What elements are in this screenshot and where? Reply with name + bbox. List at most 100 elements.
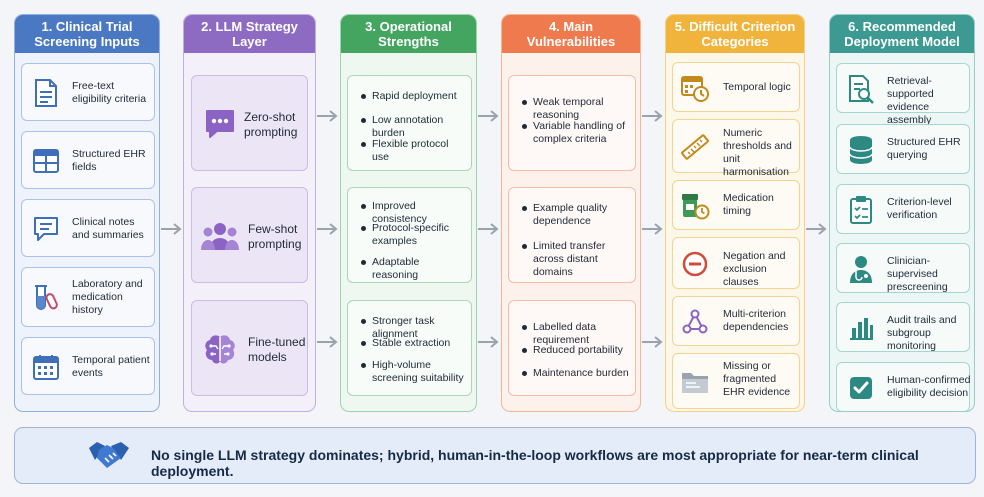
arrow-right-icon xyxy=(806,223,827,235)
criterion-label: Temporal logic xyxy=(723,81,791,93)
vulnerability-item: Limited transfer across distant domains xyxy=(521,240,629,279)
strategy-card-zero-shot: Zero-shot prompting xyxy=(191,75,308,171)
calendar-icon xyxy=(30,351,62,383)
vulnerability-card-fine-tuned: Labelled data requirement Reduced portab… xyxy=(508,300,636,396)
vulnerability-item: Reduced portability xyxy=(521,344,629,357)
input-label: Free-text eligibility criteria xyxy=(72,80,147,105)
column-title: 6. Recommended Deployment Model xyxy=(844,19,960,49)
test-tube-pill-icon xyxy=(30,282,62,314)
criterion-card-medication-timing: Medication timing xyxy=(672,180,800,230)
column-main-vulnerabilities: 4. Main Vulnerabilities Weak temporal re… xyxy=(501,14,641,412)
strategy-label: Zero-shot prompting xyxy=(244,110,298,139)
deployment-card-prescreening: Clinician-supervised prescreening xyxy=(836,243,970,293)
column-title: 5. Difficult Criterion Categories xyxy=(674,19,796,49)
criterion-label: Missing or fragmented EHR evidence xyxy=(723,360,791,398)
column-header: 5. Difficult Criterion Categories xyxy=(666,15,804,53)
strength-item: Adaptable reasoning xyxy=(360,256,465,282)
people-group-icon xyxy=(200,218,240,254)
vulnerability-item: Weak temporal reasoning xyxy=(521,96,629,122)
column-difficult-criteria: 5. Difficult Criterion Categories Tempor… xyxy=(665,14,805,412)
criterion-card-multi-criterion: Multi-criterion dependencies xyxy=(672,296,800,346)
arrow-right-icon xyxy=(478,110,499,122)
deployment-label: Human-confirmed eligibility decision xyxy=(887,374,971,399)
arrow-right-icon xyxy=(317,336,338,348)
strength-item: Protocol-specific examples xyxy=(360,222,465,248)
deployment-card-verification: Criterion-level verification xyxy=(836,184,970,234)
strength-item: High-volume screening suitability xyxy=(360,359,465,385)
column-title: 3. Operational Strengths xyxy=(365,19,452,49)
vulnerability-card-zero-shot: Weak temporal reasoning Variable handlin… xyxy=(508,75,636,171)
deployment-label: Clinician-supervised prescreening xyxy=(887,255,948,293)
strategy-card-few-shot: Few-shot prompting xyxy=(191,187,308,283)
arrow-right-icon xyxy=(161,223,182,235)
strength-item: Flexible protocol use xyxy=(360,138,465,164)
strength-item: Improved consistency xyxy=(360,200,465,226)
notes-icon xyxy=(30,213,62,245)
column-llm-strategy: 2. LLM Strategy Layer Zero-shot promptin… xyxy=(183,14,316,412)
document-search-icon xyxy=(845,73,877,105)
clinician-icon xyxy=(845,253,877,285)
database-icon xyxy=(845,134,877,166)
strategy-card-fine-tuned: Fine-tuned models xyxy=(191,300,308,396)
calendar-clock-icon xyxy=(679,72,711,104)
input-card-clinical-notes: Clinical notes and summaries xyxy=(21,199,155,257)
chat-bubble-icon xyxy=(202,106,238,142)
criterion-label: Negation and exclusion clauses xyxy=(723,250,786,288)
negation-circle-icon xyxy=(679,248,711,280)
bar-chart-icon xyxy=(845,312,877,344)
ruler-icon xyxy=(679,131,711,163)
vulnerability-item: Labelled data requirement xyxy=(521,321,629,347)
deployment-card-audit: Audit trails and subgroup monitoring xyxy=(836,302,970,352)
arrow-right-icon xyxy=(642,223,663,235)
deployment-card-retrieval: Retrieval-supported evidence assembly xyxy=(836,63,970,126)
criterion-label: Multi-criterion dependencies xyxy=(723,308,789,333)
column-title: 2. LLM Strategy Layer xyxy=(201,19,298,49)
input-card-eligibility-criteria: Free-text eligibility criteria xyxy=(21,63,155,121)
table-grid-icon xyxy=(30,145,62,177)
strength-card-zero-shot: Rapid deployment Low annotation burden F… xyxy=(347,75,472,171)
conclusion-text: No single LLM strategy dominates; hybrid… xyxy=(151,447,919,479)
vulnerability-item: Variable handling of complex criteria xyxy=(521,120,629,146)
input-card-temporal-events: Temporal patient events xyxy=(21,337,155,395)
strength-card-few-shot: Improved consistency Protocol-specific e… xyxy=(347,187,472,283)
clipboard-check-icon xyxy=(845,194,877,226)
arrow-right-icon xyxy=(642,110,663,122)
vulnerability-card-few-shot: Example quality dependence Limited trans… xyxy=(508,187,636,283)
document-icon xyxy=(30,77,62,109)
arrow-right-icon xyxy=(317,223,338,235)
criterion-card-temporal-logic: Temporal logic xyxy=(672,62,800,112)
input-label: Structured EHR fields xyxy=(72,148,146,173)
input-label: Clinical notes and summaries xyxy=(72,216,144,241)
column-deployment-model: 6. Recommended Deployment Model Retrieva… xyxy=(829,14,975,412)
criterion-card-negation: Negation and exclusion clauses xyxy=(672,237,800,289)
criterion-card-numeric-thresholds: Numeric thresholds and unit harmonisatio… xyxy=(672,119,800,178)
arrow-right-icon xyxy=(317,110,338,122)
criterion-label: Medication timing xyxy=(723,192,774,217)
column-header: 6. Recommended Deployment Model xyxy=(830,15,974,53)
strength-card-fine-tuned: Stronger task alignment Stable extractio… xyxy=(347,300,472,396)
criterion-label: Numeric thresholds and unit harmonisatio… xyxy=(723,127,792,178)
arrow-right-icon xyxy=(478,336,499,348)
input-label: Laboratory and medication history xyxy=(72,278,143,316)
strategy-label: Fine-tuned models xyxy=(248,335,306,364)
column-header: 1. Clinical Trial Screening Inputs xyxy=(15,15,159,53)
input-label: Temporal patient events xyxy=(72,354,150,379)
arrow-right-icon xyxy=(478,223,499,235)
column-title: 1. Clinical Trial Screening Inputs xyxy=(34,19,140,49)
deployment-label: Criterion-level verification xyxy=(887,196,952,221)
vulnerability-item: Example quality dependence xyxy=(521,202,629,228)
vulnerability-item: Maintenance burden xyxy=(521,367,629,380)
column-operational-strengths: 3. Operational Strengths Rapid deploymen… xyxy=(340,14,477,412)
deployment-card-ehr-querying: Structured EHR querying xyxy=(836,124,970,174)
input-card-lab-medication: Laboratory and medication history xyxy=(21,267,155,327)
arrow-right-icon xyxy=(642,336,663,348)
handshake-icon xyxy=(87,436,131,476)
strength-item: Low annotation burden xyxy=(360,114,465,140)
strength-item: Stronger task alignment xyxy=(360,315,465,341)
folder-icon xyxy=(679,366,711,398)
deployment-card-human-confirmed: Human-confirmed eligibility decision xyxy=(836,362,971,411)
input-card-structured-ehr: Structured EHR fields xyxy=(21,131,155,189)
column-header: 3. Operational Strengths xyxy=(341,15,476,53)
brain-circuit-icon xyxy=(200,331,240,369)
deployment-label: Structured EHR querying xyxy=(887,136,961,161)
